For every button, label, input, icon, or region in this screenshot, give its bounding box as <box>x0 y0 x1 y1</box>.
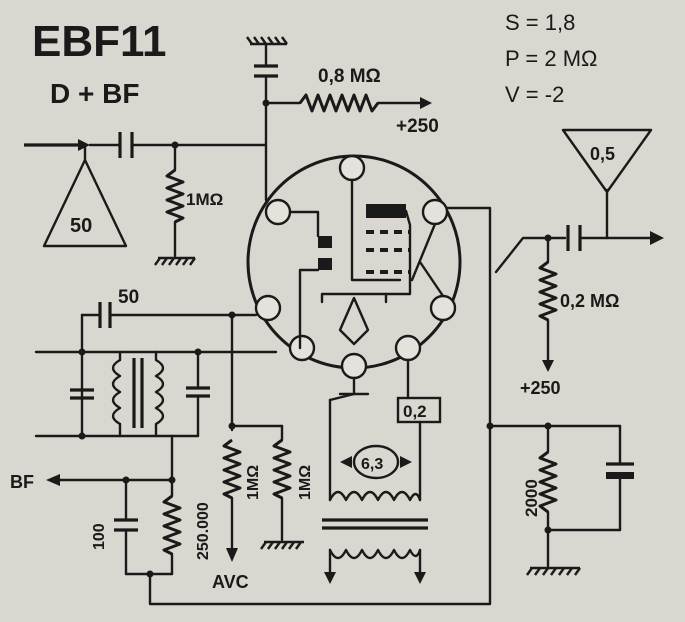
r-out-label: 0,2 MΩ <box>560 291 619 311</box>
r-grid-label: 1MΩ <box>186 190 223 209</box>
param-p: P = 2 MΩ <box>505 46 597 71</box>
tube-subtitle: D + BF <box>50 78 139 109</box>
r-avc2-label: 1MΩ <box>297 465 314 500</box>
tube-envelope <box>246 154 462 380</box>
param-v: V = -2 <box>505 82 564 107</box>
c-50-label: 50 <box>118 287 139 308</box>
input-line <box>24 132 267 158</box>
bf-section: BF 100 250.000 <box>10 424 492 606</box>
r-anode-label: 0,8 MΩ <box>318 66 381 87</box>
b-plus-top-label: +250 <box>396 116 439 137</box>
heater-section: 0,2 6,3 <box>322 358 442 584</box>
param-s: S = 1,8 <box>505 10 575 35</box>
b-plus-right-label: +250 <box>520 378 561 398</box>
output-section: 0,5 0,2 MΩ +250 <box>445 128 664 430</box>
c-100-label: 100 <box>91 523 108 550</box>
bf-label: BF <box>10 472 34 492</box>
avc-label: AVC <box>212 572 249 592</box>
avc-section: AVC 1MΩ 1MΩ <box>212 313 314 592</box>
anode-section: 0,8 MΩ +250 <box>246 36 439 202</box>
r-cathode-label: 2000 <box>522 479 541 517</box>
gain-out-label: 0,5 <box>590 144 615 164</box>
gain-in-label: 50 <box>70 215 92 237</box>
if-transformer-section: 50 <box>34 287 278 482</box>
tube-title: EBF11 <box>32 17 167 66</box>
resistor-grid: 1MΩ <box>154 141 223 266</box>
heater-i-label: 0,2 <box>403 402 427 421</box>
heater-v-label: 6,3 <box>361 456 383 473</box>
r-avc1-label: 1MΩ <box>245 465 262 500</box>
cathode-section: 2000 <box>488 422 634 576</box>
gain-triangle-input: 50 <box>42 143 128 248</box>
r-250k-label: 250.000 <box>195 502 212 560</box>
